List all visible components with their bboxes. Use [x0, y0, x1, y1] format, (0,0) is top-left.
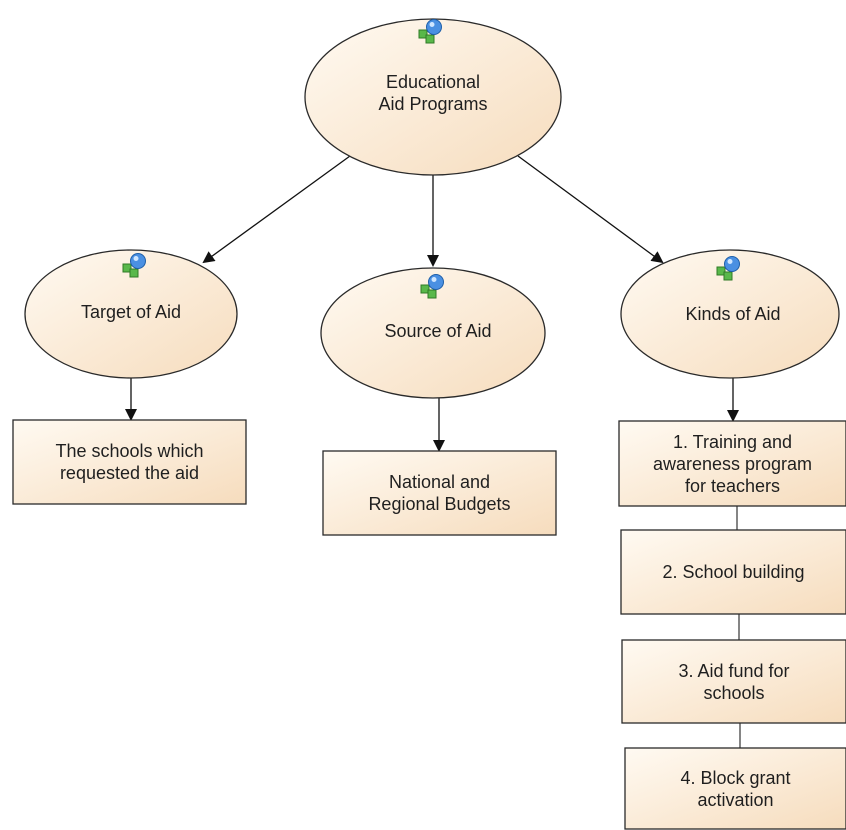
root-node[interactable] — [304, 18, 562, 176]
branch-node-target[interactable] — [24, 249, 238, 379]
shapes-icon — [418, 19, 442, 44]
shapes-icon — [420, 274, 444, 299]
shapes-icon — [716, 256, 740, 281]
item-label-source-1: National and Regional Budgets — [368, 472, 511, 514]
item-label-target-1: The schools which requested the aid — [55, 441, 204, 483]
connector-root-target — [202, 155, 351, 264]
branch-label-kinds: Kinds of Aid — [685, 304, 781, 324]
connector-root-kinds — [517, 155, 664, 264]
root-label: Educational Aid Programs — [378, 72, 488, 114]
item-box-kinds-1[interactable] — [618, 420, 846, 507]
shapes-icon — [122, 253, 146, 278]
branch-label-source: Source of Aid — [384, 321, 492, 341]
item-label-kinds-2: 2. School building — [662, 562, 805, 582]
item-box-source-1[interactable] — [322, 450, 557, 536]
item-label-kinds-3: 3. Aid fund for schools — [678, 660, 790, 703]
branch-label-target: Target of Aid — [80, 302, 182, 322]
item-box-kinds-4[interactable] — [624, 747, 846, 830]
item-box-kinds-3[interactable] — [621, 639, 846, 724]
branch-node-source[interactable] — [320, 267, 546, 399]
item-label-kinds-4: 4. Block grant activation — [680, 767, 791, 810]
item-label-kinds-1: 1. Training and awareness program for te… — [652, 431, 813, 496]
branch-node-kinds[interactable] — [620, 249, 840, 379]
item-box-target-1[interactable] — [12, 419, 247, 505]
item-box-kinds-2[interactable] — [620, 529, 846, 615]
